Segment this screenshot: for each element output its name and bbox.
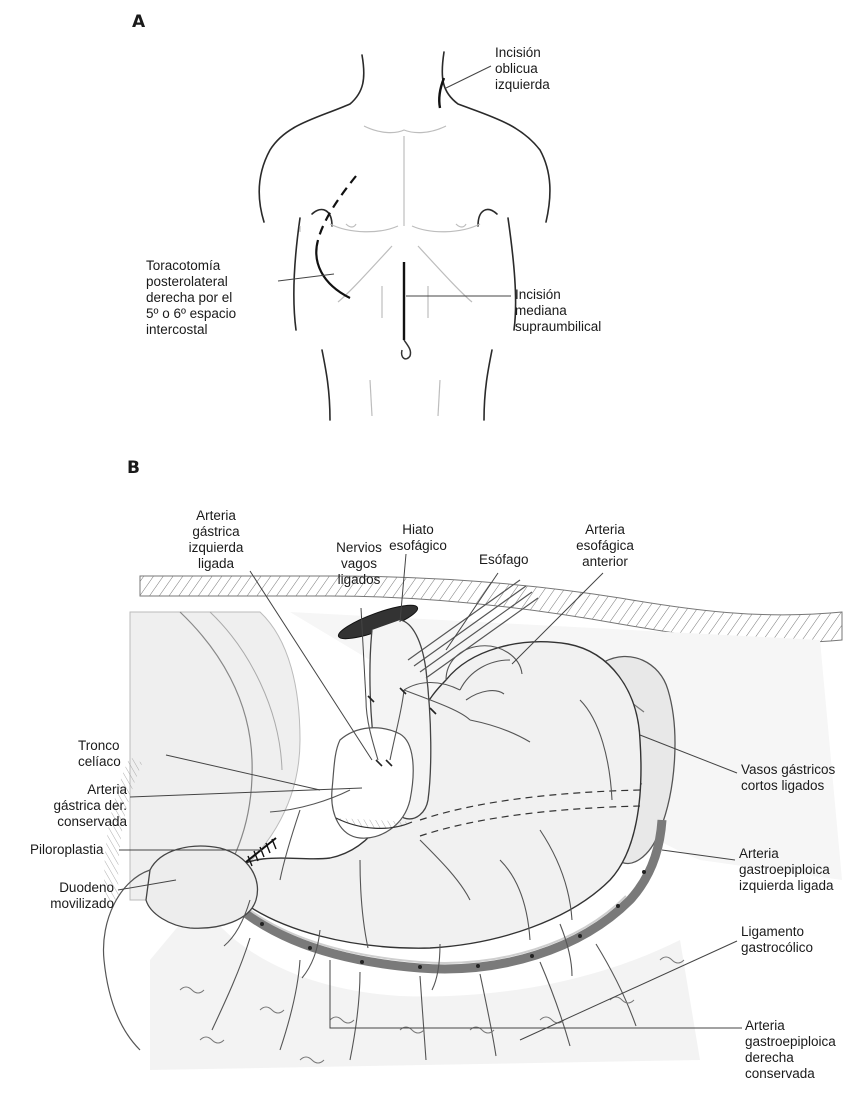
label-anterior-esophageal-artery: Arteria esofágica anterior	[560, 522, 650, 570]
panel-a-letter: A	[132, 12, 145, 32]
label-celiac-trunk: Tronco celíaco	[78, 738, 121, 770]
label-pyloroplasty: Piloroplastia	[30, 842, 104, 858]
label-esophagus: Esófago	[479, 552, 529, 568]
torso-drawing	[259, 52, 550, 420]
panel-b-letter: B	[127, 458, 140, 478]
label-midline-incision: Incisión mediana supraumbilical	[515, 287, 601, 335]
panel-a-leaders	[278, 66, 511, 296]
label-esophageal-hiatus: Hiato esofágico	[378, 522, 458, 554]
label-thoracotomy: Toracotomía posterolateral derecha por e…	[146, 258, 236, 338]
label-right-gastric-artery: Arteria gástrica der. conservada	[32, 782, 127, 830]
label-oblique-incision: Incisión oblicua izquierda	[495, 45, 550, 93]
label-mobilized-duodenum: Duodeno movilizado	[44, 880, 114, 912]
label-left-gastroepiploic-artery: Arteria gastroepiploica izquierda ligada	[739, 846, 834, 894]
label-gastrocolic-ligament: Ligamento gastrocólico	[741, 924, 813, 956]
surgical-field-drawing	[103, 576, 842, 1070]
label-right-gastroepiploic-artery: Arteria gastroepiploica derecha conserva…	[745, 1018, 836, 1082]
label-left-gastric-artery: Arteria gástrica izquierda ligada	[166, 508, 266, 572]
label-short-gastric-vessels: Vasos gástricos cortos ligados	[741, 762, 835, 794]
